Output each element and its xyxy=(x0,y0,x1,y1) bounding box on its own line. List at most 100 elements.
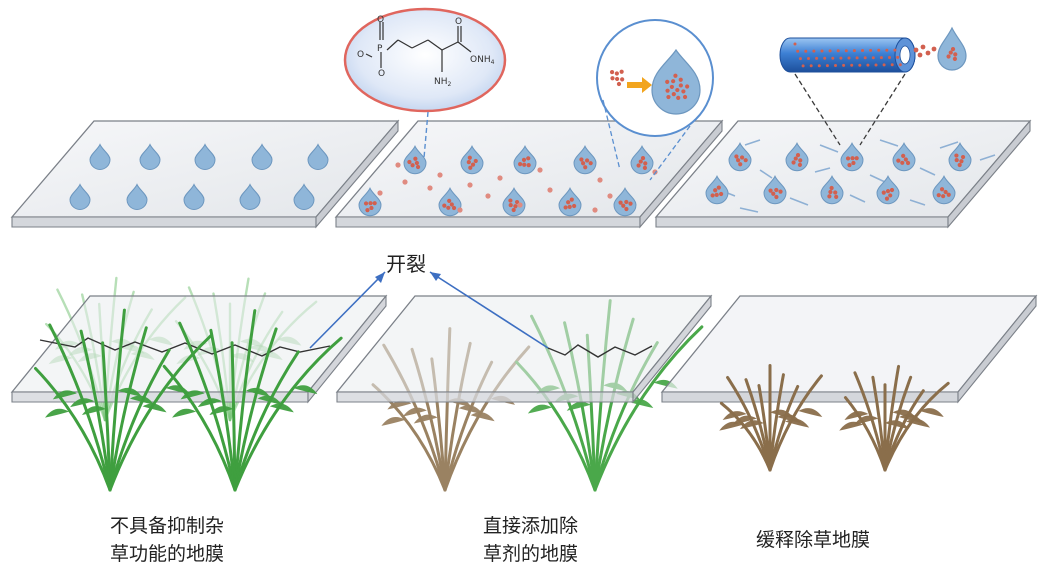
particle xyxy=(508,202,513,208)
particle xyxy=(407,159,412,165)
particle xyxy=(885,189,891,194)
particle xyxy=(903,157,908,162)
blade xyxy=(233,309,257,492)
tube-particle xyxy=(801,64,805,68)
blade xyxy=(162,364,237,492)
leaf xyxy=(209,406,234,416)
droplet-group-film1 xyxy=(69,143,329,210)
group-nh2: NH2 xyxy=(434,77,452,88)
particle xyxy=(665,79,670,84)
particle xyxy=(736,158,741,163)
trail-particle xyxy=(931,46,937,52)
fiber xyxy=(819,144,839,153)
fiber xyxy=(879,139,899,147)
particle xyxy=(954,157,959,163)
fiber xyxy=(849,194,866,203)
tube-particle xyxy=(861,49,864,52)
free-particle xyxy=(597,177,603,183)
tube-particle xyxy=(898,63,902,67)
atom-o-bottom: O xyxy=(378,69,385,79)
particle xyxy=(468,165,473,170)
crack-label: 开裂 xyxy=(386,252,426,276)
blade xyxy=(34,367,112,492)
particle xyxy=(884,196,890,201)
tube-particle xyxy=(839,56,843,60)
fiber xyxy=(739,207,759,213)
particle xyxy=(467,155,472,160)
crack-line-1 xyxy=(39,337,331,357)
droplet xyxy=(126,183,148,210)
particle xyxy=(451,205,457,211)
tube-particle xyxy=(874,63,878,67)
particle xyxy=(797,162,803,167)
tube-particle xyxy=(834,64,837,67)
tube-particle xyxy=(866,63,870,67)
particle xyxy=(719,191,724,197)
droplet xyxy=(251,143,273,170)
tube-particle xyxy=(850,63,854,67)
particle xyxy=(614,71,619,76)
particle xyxy=(511,207,516,213)
tube-droplet-particles xyxy=(946,46,958,61)
particle xyxy=(833,190,838,195)
caption-panel2: 直接添加除 草剂的地膜 xyxy=(483,512,578,568)
droplet-group-film3 xyxy=(705,142,972,205)
particle xyxy=(518,162,523,167)
fiber xyxy=(869,174,886,183)
caption-panel2-line1: 直接添加除 xyxy=(483,515,579,537)
particle xyxy=(834,194,839,199)
tube-particle xyxy=(893,48,897,52)
top-film-plain xyxy=(10,119,400,229)
particle xyxy=(881,190,886,195)
tube-particle xyxy=(879,56,883,60)
fiber xyxy=(919,167,936,176)
particle xyxy=(896,158,901,163)
particle xyxy=(563,205,568,210)
particle xyxy=(470,162,476,167)
fiber xyxy=(814,167,831,173)
leaf xyxy=(739,420,764,430)
particle xyxy=(665,88,670,93)
particle xyxy=(828,189,833,195)
caption-panel1-line1: 不具备抑制杂 xyxy=(110,515,225,537)
droplet xyxy=(573,145,597,175)
particle xyxy=(526,162,531,168)
weeds-green-panel1-front xyxy=(34,308,343,492)
tube-particle xyxy=(817,64,821,68)
particle xyxy=(768,188,773,193)
particle xyxy=(900,160,905,165)
tube-particle xyxy=(815,56,819,60)
droplet xyxy=(239,183,261,210)
particle xyxy=(939,187,945,192)
particle xyxy=(584,158,590,163)
leaf xyxy=(919,408,944,418)
tube-particle xyxy=(812,49,816,53)
particle xyxy=(889,187,895,193)
particle xyxy=(581,161,586,166)
particle xyxy=(774,194,779,200)
group-onh4: ONH4 xyxy=(470,55,495,66)
free-particle xyxy=(547,187,553,193)
blade xyxy=(178,321,237,492)
tube-particles xyxy=(793,42,902,68)
leaf xyxy=(566,401,591,411)
particle xyxy=(449,202,454,207)
particle xyxy=(847,162,852,168)
leaf xyxy=(387,400,412,410)
droplet-inset-pointer-left xyxy=(602,99,621,171)
particle xyxy=(628,201,633,206)
particle xyxy=(854,156,859,161)
particle xyxy=(795,152,801,158)
particle xyxy=(676,95,681,100)
blade xyxy=(593,325,704,492)
particle xyxy=(710,193,715,198)
blade xyxy=(883,381,950,472)
particle xyxy=(685,84,690,89)
tube-particle xyxy=(847,56,851,60)
trail-particle xyxy=(925,50,931,56)
blade xyxy=(233,350,300,492)
particle xyxy=(960,154,966,160)
free-particle xyxy=(497,175,503,181)
particle xyxy=(714,192,719,197)
caption-panel3: 缓释除草地膜 xyxy=(756,526,870,554)
